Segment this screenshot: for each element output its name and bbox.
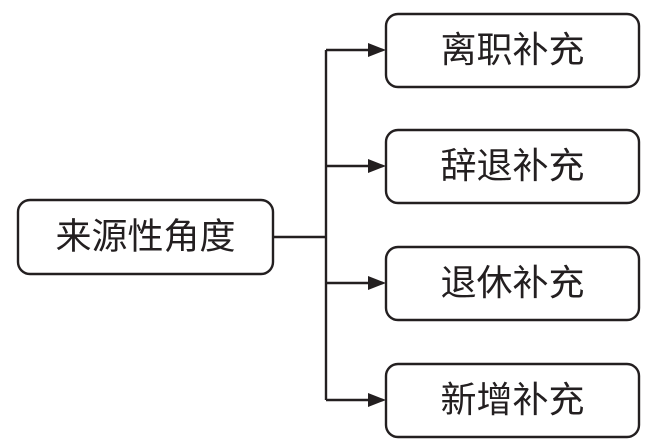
child-node-4-label: 新增补充 [440,380,584,421]
child-node-2-box [384,128,641,205]
connectors [273,43,386,407]
child-node-1-label: 离职补充 [440,30,584,71]
root-node: 来源性角度 [16,198,275,276]
child-node-3-box [384,245,641,322]
child-node-2: 辞退补充 [384,128,641,205]
root-node-box [16,198,275,276]
child-node-4-box [384,362,641,439]
child-node-3-label: 退休补充 [440,263,584,304]
child-node-1: 离职补充 [384,12,641,89]
arrowhead-3 [368,276,386,290]
child-node-2-label: 辞退补充 [440,146,584,187]
root-node-label: 来源性角度 [55,217,235,258]
child-node-1-box [384,12,641,89]
arrowhead-1 [368,43,386,57]
child-node-3: 退休补充 [384,245,641,322]
child-node-4: 新增补充 [384,362,641,439]
arrowhead-2 [368,159,386,173]
arrowhead-4 [368,393,386,407]
